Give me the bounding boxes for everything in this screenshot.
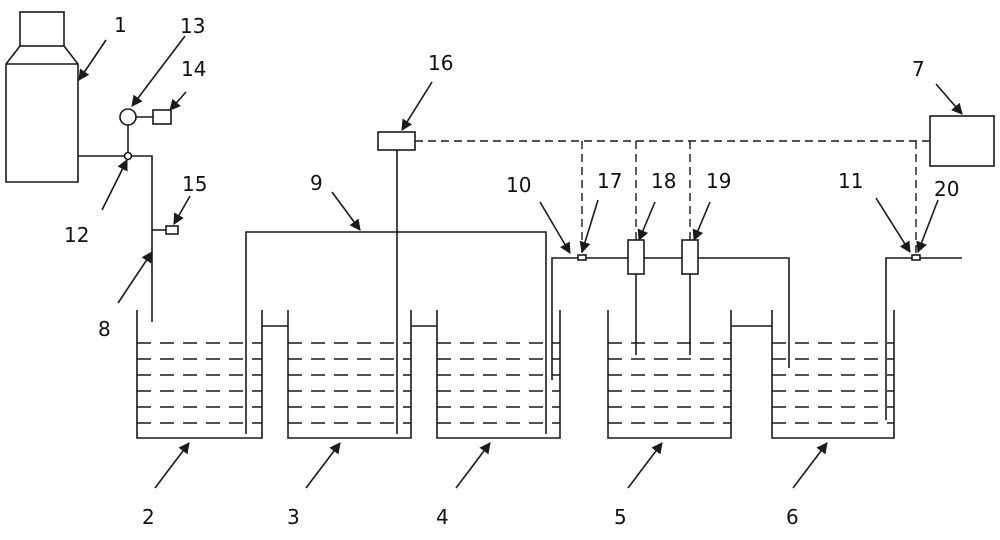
label-2: 2	[142, 505, 155, 529]
label-8: 8	[98, 317, 111, 341]
label-13: 13	[180, 14, 205, 38]
label-3: 3	[287, 505, 300, 529]
label-15: 15	[182, 172, 207, 196]
reference-numerals: 1 13 14 15 12 8 9 16 10 17 18 19 11 20 7…	[64, 13, 959, 529]
pipe-9	[245, 231, 547, 434]
label-1: 1	[114, 13, 127, 37]
tank-2	[136, 310, 263, 439]
tank-3	[287, 310, 412, 439]
leader-arrows	[78, 35, 963, 489]
label-11: 11	[838, 169, 863, 193]
label-12: 12	[64, 223, 89, 247]
label-20: 20	[934, 177, 959, 201]
tank-5	[607, 310, 732, 439]
flow-device-15	[152, 225, 179, 235]
probe-19	[681, 239, 699, 355]
label-16: 16	[428, 51, 453, 75]
label-17: 17	[597, 169, 622, 193]
label-18: 18	[651, 169, 676, 193]
label-5: 5	[614, 505, 627, 529]
pressure-gauge	[119, 108, 172, 126]
gas-cylinder	[5, 11, 79, 183]
tank-6	[771, 310, 895, 439]
gas-supply-line	[78, 125, 153, 322]
signal-lines	[415, 140, 930, 255]
label-7: 7	[912, 57, 925, 81]
pipe-10	[551, 257, 790, 380]
pipe-11	[885, 257, 962, 420]
sensor-20	[911, 254, 921, 261]
label-6: 6	[786, 505, 799, 529]
tank-4	[436, 310, 561, 439]
label-10: 10	[506, 173, 531, 197]
label-9: 9	[310, 171, 323, 195]
controller-7	[929, 115, 995, 167]
controller-16	[377, 131, 416, 434]
label-4: 4	[436, 505, 449, 529]
valve-12[interactable]	[123, 151, 133, 161]
label-19: 19	[706, 169, 731, 193]
sensor-17	[577, 254, 587, 261]
label-14: 14	[181, 57, 206, 81]
probe-18	[627, 239, 645, 355]
